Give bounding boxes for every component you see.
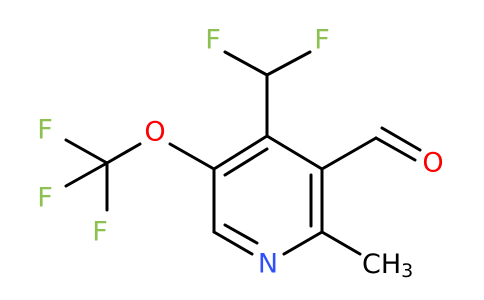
atom-f-left-top: F <box>37 115 53 146</box>
bond-c2-n <box>282 230 324 256</box>
methyl-group: CH3 <box>362 249 413 283</box>
bonds <box>64 50 422 256</box>
bond-chf2-f1 <box>223 50 269 77</box>
bond-c5-c4 <box>212 134 269 171</box>
atom-methyl: CH3 <box>362 249 413 283</box>
bond-o-cf3 <box>105 142 142 165</box>
bond-cho-o-double <box>380 126 422 152</box>
atom-labels: F F F F F O O N <box>37 25 443 280</box>
atom-f-top-left: F <box>205 25 221 56</box>
bond-c4-c3 <box>265 134 324 171</box>
atom-f-top-right: F <box>314 25 330 56</box>
methyl-subscript: 3 <box>401 260 413 282</box>
bond-cf3-f1 <box>64 138 109 165</box>
bond-c2-ch3 <box>320 230 362 256</box>
bond-chf2-f2 <box>265 50 312 77</box>
atom-f-left-bottom: F <box>92 217 108 248</box>
bond-n-c6-inner <box>223 223 259 245</box>
bond-n-c6 <box>212 230 254 256</box>
atom-n-ring: N <box>258 249 278 280</box>
atom-f-left-mid: F <box>37 183 53 214</box>
methyl-label: CH <box>362 249 401 280</box>
bond-c3-cho <box>320 136 378 171</box>
bond-cho-o <box>374 136 417 162</box>
atom-o-ether: O <box>144 117 165 148</box>
atom-o-aldehyde: O <box>422 148 443 179</box>
bond-c5-o <box>168 142 216 171</box>
bond-c5-c4-inner <box>223 147 269 177</box>
bond-cf3-f2 <box>64 161 109 188</box>
